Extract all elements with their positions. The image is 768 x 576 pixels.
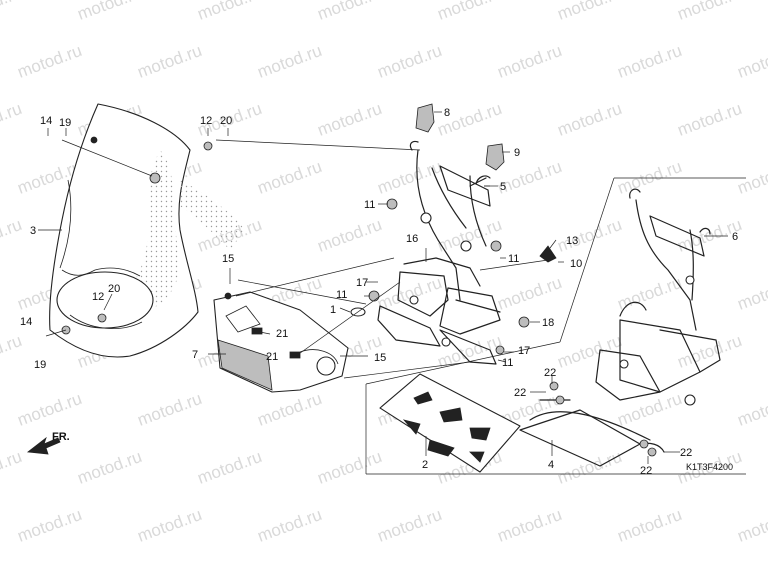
watermark-text-46: motod.ru [435,331,505,372]
front-direction-indicator: FR. [26,431,70,455]
watermark-text-57: motod.ru [75,447,145,488]
watermark-text-8: motod.ru [135,41,205,82]
callout-9: 9 [514,147,520,159]
watermark-text-64: motod.ru [135,505,205,546]
watermark-text-51: motod.ru [255,389,325,430]
watermark-text-50: motod.ru [135,389,205,430]
watermark-text-28: motod.ru [0,215,24,256]
watermark-text-59: motod.ru [315,447,385,488]
callout-19: 19 [34,359,46,371]
callout-22: 22 [544,367,556,379]
callout-15: 15 [374,352,386,364]
callout-2: 2 [422,459,428,471]
watermark-text-55: motod.ru [735,389,768,430]
watermark-text-12: motod.ru [615,41,685,82]
lower-cowl [213,291,349,393]
watermark-text-0: motod.ru [0,0,24,24]
watermark-text-39: motod.ru [495,273,565,314]
callout-8: 8 [444,107,450,119]
callout-7: 7 [192,349,198,361]
watermark-text-1: motod.ru [75,0,145,24]
watermark-text-38: motod.ru [375,273,445,314]
callout-21: 21 [276,328,288,340]
watermark-text-61: motod.ru [555,447,625,488]
watermark-text-20: motod.ru [675,99,745,140]
watermark-text-9: motod.ru [255,41,325,82]
watermark-text-19: motod.ru [555,99,625,140]
watermark-text-65: motod.ru [255,505,325,546]
callout-12: 12 [92,291,104,303]
watermark-text-5: motod.ru [555,0,625,24]
callout-17: 17 [356,277,368,289]
watermark-text-14: motod.ru [0,99,24,140]
callout-22: 22 [680,447,692,459]
watermark-text-47: motod.ru [555,331,625,372]
callout-11: 11 [508,253,519,265]
leader-lines [38,111,728,464]
callout-20: 20 [108,283,120,295]
mounting-plate [379,373,521,473]
callout-14: 14 [20,316,32,328]
grommets [97,103,557,323]
callout-14: 14 [40,115,52,127]
watermark-text-18: motod.ru [435,99,505,140]
callout-19: 19 [59,117,71,129]
watermark-text-13: motod.ru [735,41,768,82]
callout-11: 11 [336,289,347,301]
watermark-text-3: motod.ru [315,0,385,24]
callout-10: 10 [570,258,582,270]
lower-stay [519,381,665,467]
watermark-text-41: motod.ru [735,273,768,314]
watermark-text-56: motod.ru [0,447,24,488]
callout-16: 16 [406,233,418,245]
front-label: FR. [52,431,70,443]
callout-21: 21 [266,351,278,363]
watermark-text-2: motod.ru [195,0,265,24]
callout-20: 20 [220,115,232,127]
side-bracket [595,188,721,406]
callout-12: 12 [200,115,212,127]
callout-5: 5 [500,181,506,193]
watermark-text-11: motod.ru [495,41,565,82]
watermark-text-49: motod.ru [15,389,85,430]
watermark-text-27: motod.ru [735,157,768,198]
callout-22: 22 [514,387,526,399]
watermark-text-66: motod.ru [375,505,445,546]
callout-11: 11 [502,357,513,369]
callout-4: 4 [548,459,554,471]
front-arrow-icon [26,436,61,455]
callout-22: 22 [640,465,652,477]
windscreen [49,103,245,358]
callout-13: 13 [566,235,578,247]
watermark-text-42: motod.ru [0,331,24,372]
watermark-text-69: motod.ru [735,505,768,546]
watermark-text-17: motod.ru [315,99,385,140]
watermark-text-10: motod.ru [375,41,445,82]
callout-3: 3 [30,225,36,237]
watermark-text-7: motod.ru [15,41,85,82]
callout-6: 6 [732,231,738,243]
callout-18: 18 [542,317,554,329]
diagram-code: K1T3F4200 [686,462,733,472]
watermark-text-54: motod.ru [615,389,685,430]
callout-1: 1 [330,304,336,316]
watermark-text-31: motod.ru [315,215,385,256]
watermark-text-6: motod.ru [675,0,745,24]
watermark-text-63: motod.ru [15,505,85,546]
callouts: 3 14 19 12 20 12 20 14 19 15 7 21 21 15 … [20,107,738,477]
watermark-text-4: motod.ru [435,0,505,24]
watermark-text-24: motod.ru [375,157,445,198]
watermark-text-67: motod.ru [495,505,565,546]
watermark-text-58: motod.ru [195,447,265,488]
callout-15: 15 [222,253,234,265]
watermark-text-26: motod.ru [615,157,685,198]
watermark-text-68: motod.ru [615,505,685,546]
callout-11: 11 [364,199,375,211]
callout-17: 17 [518,345,530,357]
watermark-text-23: motod.ru [255,157,325,198]
